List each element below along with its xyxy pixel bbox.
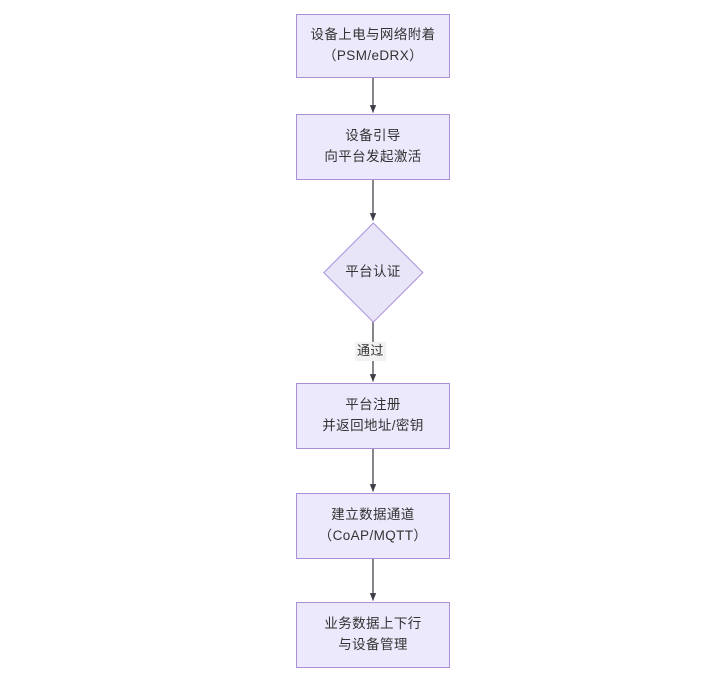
node-label-line: 并返回地址/密钥 bbox=[322, 418, 424, 433]
edge-label-pass: 通过 bbox=[355, 342, 386, 361]
node-label-line: 设备上电与网络附着 bbox=[310, 27, 436, 43]
node-label-line: 与设备管理 bbox=[338, 637, 408, 652]
node-label-line: 平台注册 bbox=[345, 397, 401, 413]
node-business-data-and-device-mgmt[interactable]: 业务数据上下行 与设备管理 bbox=[296, 602, 450, 668]
node-establish-data-channel[interactable]: 建立数据通道 （CoAP/MQTT） bbox=[296, 493, 450, 559]
node-label-line: （CoAP/MQTT） bbox=[318, 528, 428, 543]
node-device-power-on[interactable]: 设备上电与网络附着 （PSM/eDRX） bbox=[296, 14, 450, 78]
node-device-bootstrap[interactable]: 设备引导 向平台发起激活 bbox=[296, 114, 450, 180]
node-label-line: 平台认证 bbox=[345, 263, 401, 279]
node-label-line: 向平台发起激活 bbox=[324, 149, 422, 164]
node-label-line: 设备引导 bbox=[345, 128, 401, 144]
node-label-line: 业务数据上下行 bbox=[324, 616, 422, 632]
node-platform-register[interactable]: 平台注册 并返回地址/密钥 bbox=[296, 383, 450, 449]
node-label-line: 建立数据通道 bbox=[331, 507, 415, 523]
node-label-line: （PSM/eDRX） bbox=[322, 48, 424, 63]
node-platform-auth-decision[interactable]: 平台认证 bbox=[323, 222, 423, 322]
